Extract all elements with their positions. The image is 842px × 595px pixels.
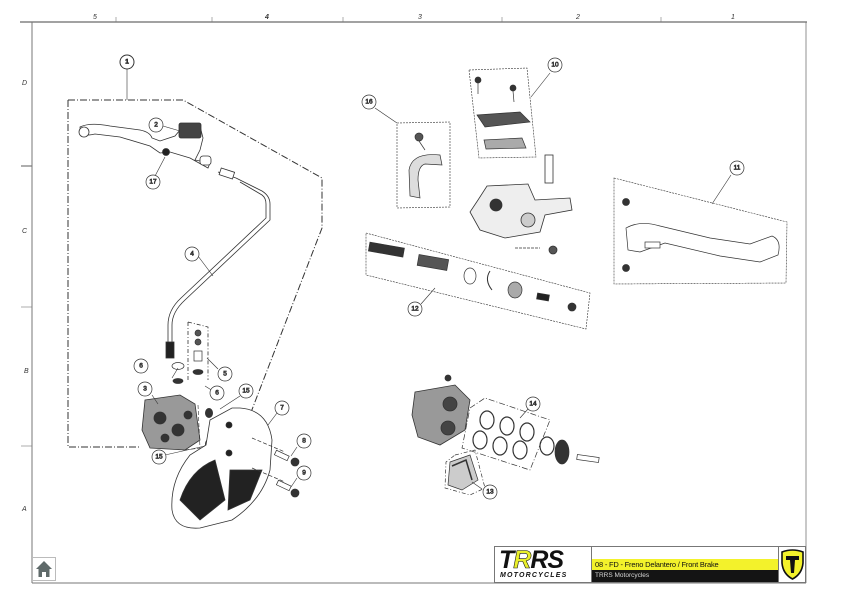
logo-letter-s: S <box>547 546 564 574</box>
row-label-c: C <box>22 228 28 235</box>
column-label-3: 3 <box>418 14 422 21</box>
svg-text:14: 14 <box>529 401 537 408</box>
title-block: TRRS MOTORCYCLES 08 - FD - Freno Delante… <box>494 546 806 583</box>
clamp-outline-16 <box>396 121 451 209</box>
row-label-b: B <box>24 368 29 375</box>
svg-text:17: 17 <box>149 179 157 186</box>
callout-bubbles: 1 2 17 4 6 5 6 3 15 15 7 8 9 16 10 11 12… <box>119 54 745 500</box>
drawing-frame <box>20 17 807 584</box>
logo-letter-r: R <box>513 546 532 574</box>
svg-text:15: 15 <box>155 454 163 461</box>
svg-text:8: 8 <box>302 438 306 445</box>
callout-7[interactable]: 7 <box>274 400 290 416</box>
logo-letter-t: T <box>499 546 514 574</box>
callout-6-lower[interactable]: 6 <box>209 385 225 401</box>
column-label-5: 5 <box>93 14 97 21</box>
brake-lever-blade <box>622 198 780 272</box>
svg-text:6: 6 <box>215 390 219 397</box>
svg-text:6: 6 <box>139 363 143 370</box>
master-cylinder-body <box>469 154 573 255</box>
callout-9[interactable]: 9 <box>296 465 312 481</box>
callout-15-lower[interactable]: 15 <box>151 449 167 465</box>
callout-11[interactable]: 11 <box>729 160 745 176</box>
brake-pads <box>447 454 479 491</box>
svg-text:7: 7 <box>280 405 284 412</box>
callout-16[interactable]: 16 <box>361 94 377 110</box>
row-label-d: D <box>22 80 28 87</box>
pads-outline-13 <box>444 449 486 496</box>
caliper-outline-15 <box>184 404 201 451</box>
svg-text:2: 2 <box>154 122 158 129</box>
callout-10[interactable]: 10 <box>547 57 563 73</box>
piston-kit <box>367 241 577 312</box>
logo-letter-r2: R <box>530 546 548 574</box>
disc-guard <box>171 407 273 529</box>
svg-text:1: 1 <box>125 59 129 66</box>
callout-3[interactable]: 3 <box>137 381 153 397</box>
home-button[interactable] <box>32 557 56 581</box>
svg-text:12: 12 <box>411 306 419 313</box>
shield-logo-icon <box>781 549 804 580</box>
callout-15-upper[interactable]: 15 <box>238 383 254 399</box>
callout-leaders <box>126 69 732 490</box>
reservoir-cap <box>474 76 531 150</box>
trrs-logo: TRRS MOTORCYCLES <box>495 546 592 582</box>
callout-6-upper[interactable]: 6 <box>133 358 149 374</box>
banjo-outline-5 <box>187 321 209 380</box>
callout-4[interactable]: 4 <box>184 246 200 262</box>
svg-text:4: 4 <box>190 251 194 258</box>
column-label-4: 4 <box>265 14 269 21</box>
callout-13[interactable]: 13 <box>482 484 498 500</box>
logo-wordmark: TRRS <box>499 546 564 574</box>
banjo-bolt <box>171 329 204 384</box>
drawing-title: 08 - FD - Freno Delantero / Front Brake <box>592 559 778 570</box>
svg-text:10: 10 <box>551 62 559 69</box>
shield-logo-box <box>778 547 806 582</box>
spacer-washer <box>205 408 213 418</box>
drawing-subtitle: TRRS Motorcycles <box>592 570 778 582</box>
callout-8[interactable]: 8 <box>296 433 312 449</box>
home-icon <box>36 561 52 577</box>
logo-subtitle: MOTORCYCLES <box>500 572 568 579</box>
callout-5[interactable]: 5 <box>217 366 233 382</box>
callout-14[interactable]: 14 <box>525 396 541 412</box>
svg-text:5: 5 <box>223 371 227 378</box>
callout-12[interactable]: 12 <box>407 301 423 317</box>
column-label-1: 1 <box>731 14 735 21</box>
column-label-2: 2 <box>576 14 580 21</box>
seal-kit <box>472 410 600 465</box>
brake-lever-assembly <box>78 122 212 169</box>
brake-hose <box>165 167 271 359</box>
callout-1[interactable]: 1 <box>119 54 135 70</box>
svg-text:13: 13 <box>486 489 494 496</box>
brake-caliper-right <box>411 374 471 446</box>
brake-caliper-left <box>141 394 201 451</box>
cap-outline-10 <box>468 67 537 159</box>
svg-text:3: 3 <box>143 386 147 393</box>
svg-text:15: 15 <box>242 388 250 395</box>
callout-17[interactable]: 17 <box>145 174 161 190</box>
handlebar-clamp <box>408 132 443 199</box>
assembly-outline-1 <box>67 99 323 448</box>
svg-text:9: 9 <box>302 470 306 477</box>
row-label-a: A <box>22 506 27 513</box>
piston-kit-outline-12 <box>365 232 591 330</box>
svg-text:11: 11 <box>734 165 741 172</box>
callout-2[interactable]: 2 <box>148 117 164 133</box>
guard-bolts <box>251 437 300 498</box>
svg-text:16: 16 <box>365 99 373 106</box>
